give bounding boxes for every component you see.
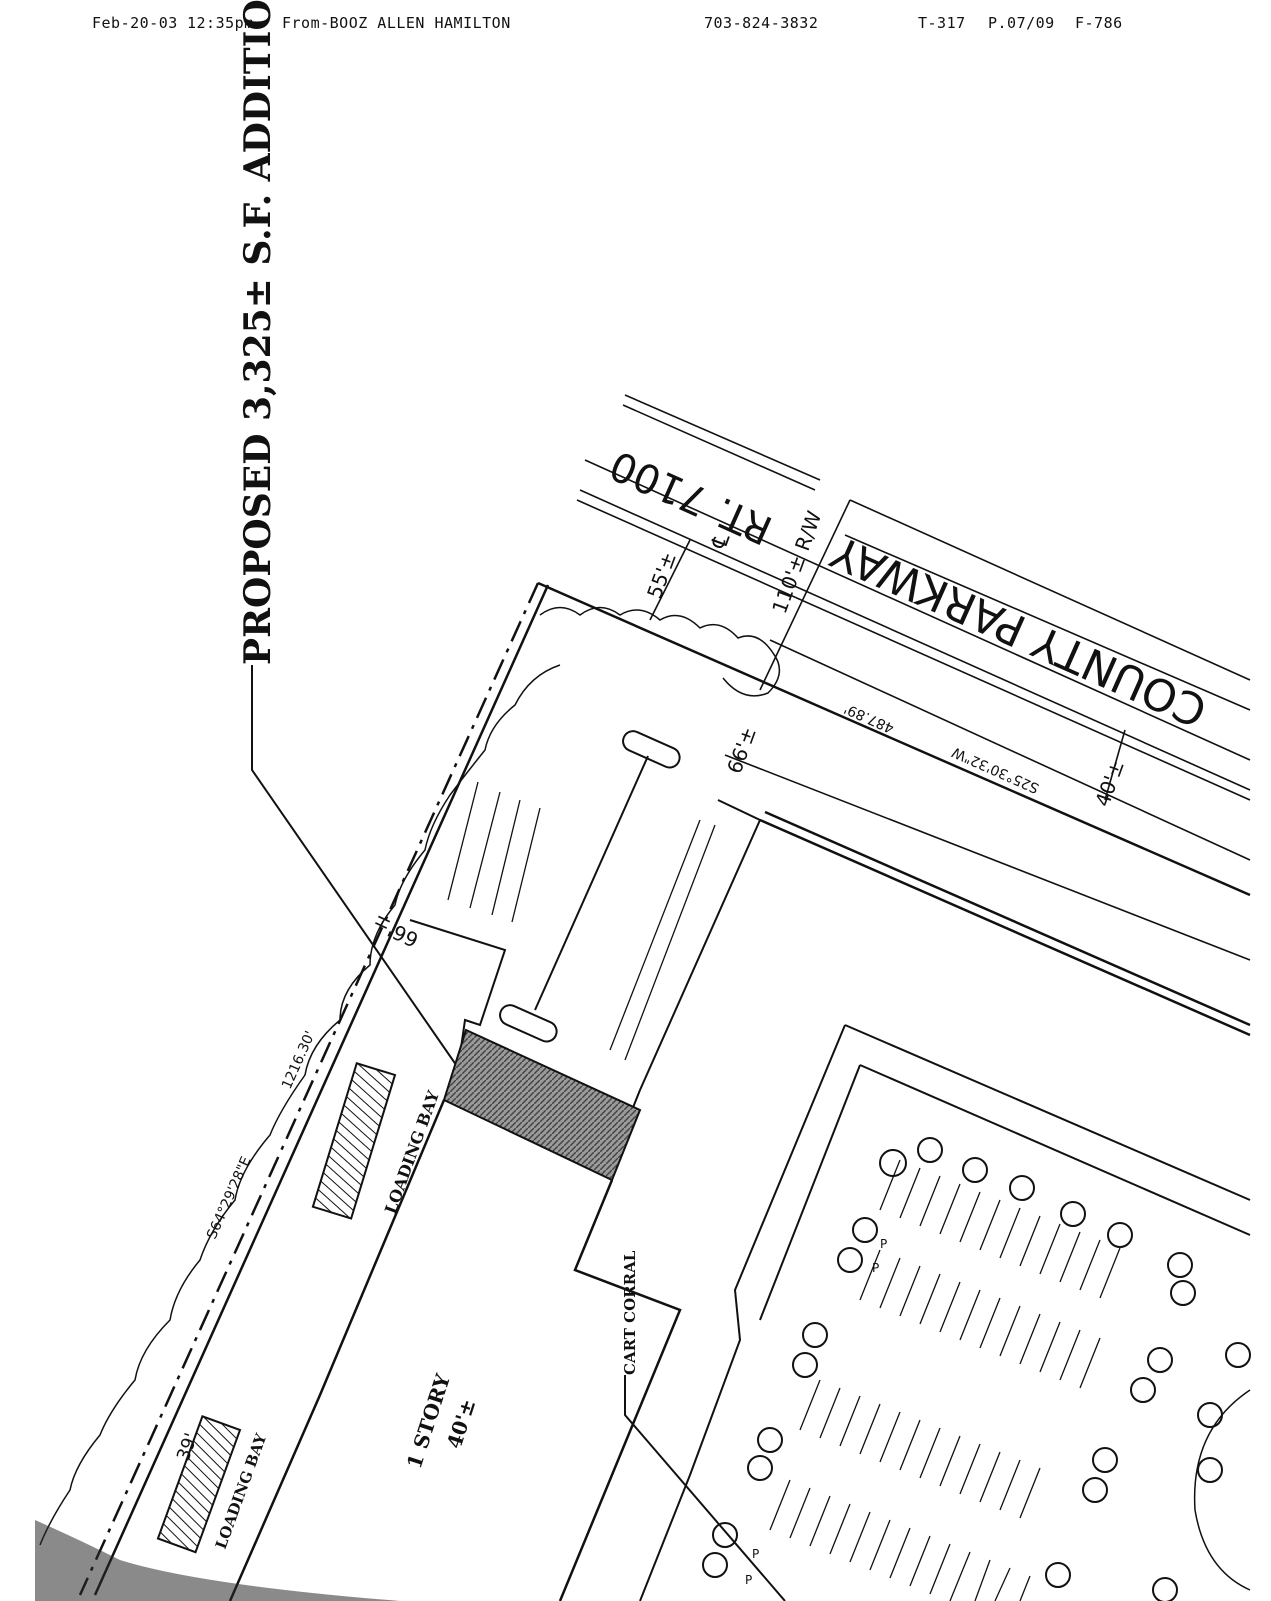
fax-sender: From-BOOZ ALLEN HAMILTON <box>282 14 511 32</box>
building-stories-label: 1 STORY <box>402 1370 455 1471</box>
tree-line <box>39 606 781 1546</box>
scan-smudge <box>35 1520 400 1601</box>
loading-bay-lower: LOADING BAY <box>156 1415 270 1554</box>
parking-mark-3: P <box>752 1547 759 1561</box>
plan-title: PROPOSED 3,325± S.F. ADDITION <box>237 0 279 665</box>
parking-mark-4: P <box>745 1573 752 1587</box>
main-building <box>228 810 1251 1601</box>
fax-transaction: T-317 <box>918 14 966 32</box>
title-leader <box>251 665 471 1086</box>
parking-island-trees <box>702 1137 1251 1601</box>
route-label: RT. 7100 <box>603 441 779 553</box>
row-label: 110'± R/W <box>767 508 826 617</box>
county-parkway-road <box>576 394 1251 961</box>
fax-header: Feb-20-03 12:35pm From-BOOZ ALLEN HAMILT… <box>0 14 1271 38</box>
south-parking-area <box>639 1024 1251 1601</box>
parking-mark-2: P <box>872 1261 879 1275</box>
loading-bay-upper-label: LOADING BAY <box>381 1088 443 1217</box>
fax-page: P.07/09 <box>988 14 1055 32</box>
fax-time: 12:35pm <box>187 14 254 32</box>
cart-corral-leader <box>624 1375 786 1601</box>
north-parking-stalls <box>447 781 716 1061</box>
building-height-label: 40'± <box>442 1396 480 1452</box>
proposed-addition <box>442 1028 642 1182</box>
south-parking-stalls <box>769 1159 1121 1601</box>
cart-corral-label: CART CORRAL <box>621 1250 639 1375</box>
dimension-top-left: 55'± <box>642 549 681 602</box>
bearing-left: S64°29'28"E <box>204 1154 255 1241</box>
property-boundary <box>78 581 1251 1596</box>
distance-top: 487.89' <box>842 700 897 736</box>
fax-date: Feb-20-03 <box>92 14 178 32</box>
road-name-label: COUNTY PARKWAY <box>824 525 1214 736</box>
fax-phone: 703-824-3832 <box>704 14 819 32</box>
south-curve-island <box>1193 1389 1251 1591</box>
fax-id: F-786 <box>1075 14 1123 32</box>
dimension-middle: 66'± <box>722 724 761 777</box>
dimension-lower: 66'± <box>369 910 422 952</box>
parking-mark-1: P <box>880 1237 887 1251</box>
loading-bay-upper: LOADING BAY <box>311 1062 443 1220</box>
